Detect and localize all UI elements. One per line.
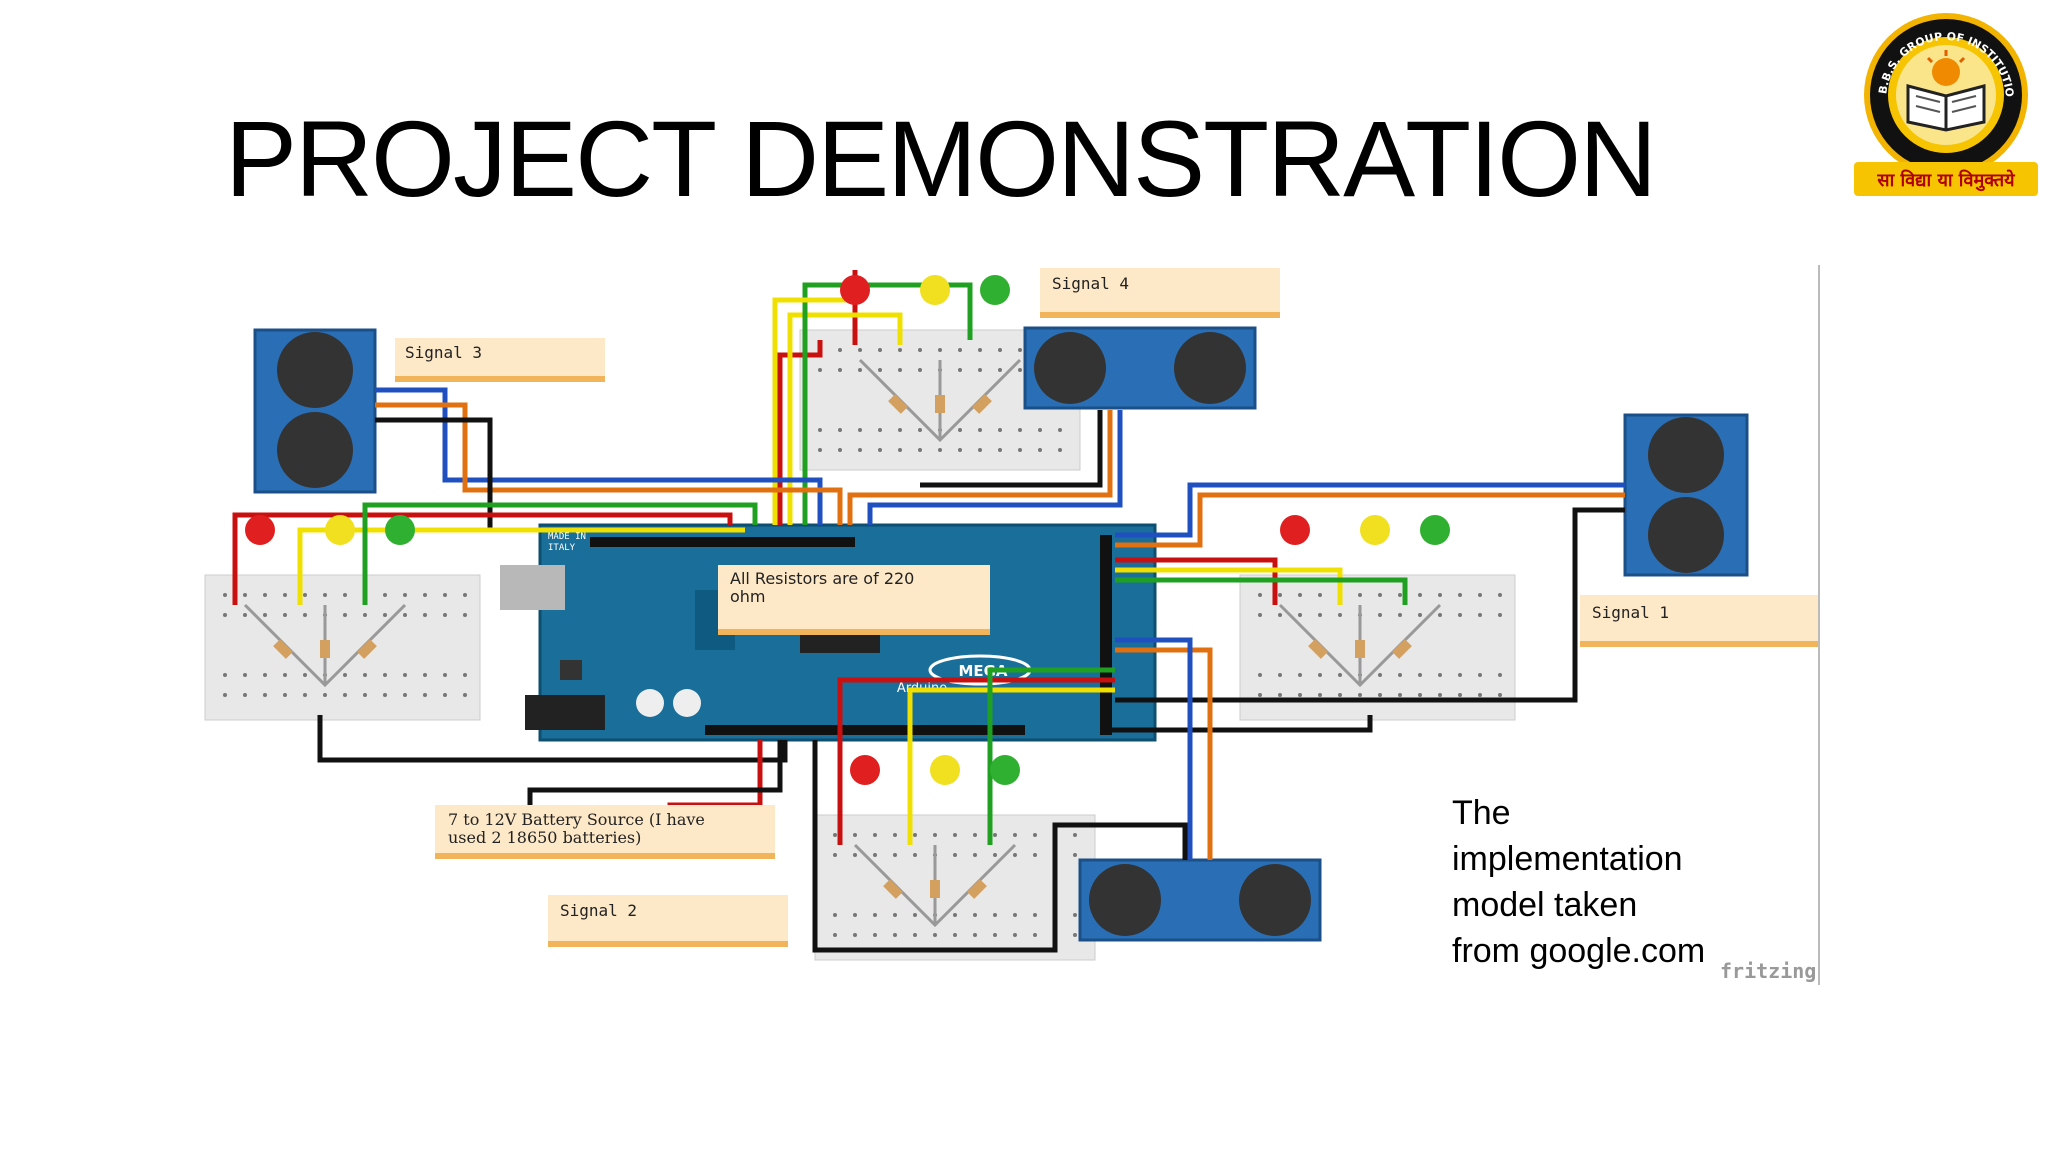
- power-jack: [525, 695, 605, 730]
- diagram-right-border: [1818, 265, 1820, 985]
- svg-text:Signal 1: Signal 1: [1592, 603, 1669, 622]
- note-signal4: Signal 4: [1040, 268, 1280, 318]
- fritzing-watermark: fritzing: [1720, 959, 1816, 983]
- open-book-icon: [1906, 84, 1986, 132]
- made-in-line1: MADE IN: [548, 532, 586, 542]
- note-resistors: All Resistors are of 220 ohm: [718, 565, 990, 635]
- svg-text:used 2 18650 batteries): used 2 18650 batteries): [448, 828, 641, 847]
- ultrasonic-sensor-signal1: [1623, 413, 1749, 577]
- breadboard-left: [204, 574, 481, 721]
- led-group-left: [245, 515, 415, 545]
- ultrasonic-sensor-signal4: [1023, 326, 1257, 410]
- svg-text:ohm: ohm: [730, 587, 766, 606]
- ultrasonic-sensor-signal2: [1078, 858, 1322, 942]
- svg-text:All Resistors are of 220: All Resistors are of 220: [730, 569, 914, 588]
- institution-logo: B.B.S. GROUP OF INSTITUTIONS सा विद्या य…: [1846, 0, 2038, 196]
- board-model: MEGA: [958, 662, 1007, 680]
- logo-motto: सा विद्या या विमुक्तये: [1876, 169, 2016, 192]
- note-signal1: Signal 1: [1580, 595, 1820, 647]
- led-group-top: [840, 275, 1010, 305]
- svg-text:Signal 2: Signal 2: [560, 901, 637, 920]
- made-in-line2: ITALY: [548, 543, 576, 553]
- arduino-mega-board: MADE IN ITALY MEGA Arduino: [500, 523, 1157, 742]
- caption-line: model taken: [1452, 886, 1638, 924]
- rising-sun-icon: [1926, 50, 1966, 86]
- note-signal2: Signal 2: [548, 895, 788, 947]
- slide-caption: The implementation model taken from goog…: [1452, 790, 1705, 974]
- usb-port: [500, 565, 565, 610]
- svg-text:Signal 4: Signal 4: [1052, 274, 1129, 293]
- caption-line: from google.com: [1452, 932, 1706, 970]
- note-battery: 7 to 12V Battery Source (I have used 2 1…: [435, 805, 775, 859]
- caption-line: implementation: [1452, 840, 1683, 878]
- svg-text:7 to 12V Battery Source (I hav: 7 to 12V Battery Source (I have: [448, 810, 705, 829]
- ultrasonic-sensor-signal3: [253, 328, 377, 494]
- svg-text:Signal 3: Signal 3: [405, 343, 482, 362]
- caption-line: The: [1452, 794, 1511, 832]
- breadboard-right: [1239, 574, 1516, 721]
- slide-title: PROJECT DEMONSTRATION: [225, 98, 1657, 219]
- led-group-right: [1280, 515, 1450, 545]
- circuit-diagram: MADE IN ITALY MEGA Arduino: [204, 268, 1820, 983]
- note-signal3: Signal 3: [395, 338, 605, 382]
- led-group-bottom: [850, 755, 1020, 785]
